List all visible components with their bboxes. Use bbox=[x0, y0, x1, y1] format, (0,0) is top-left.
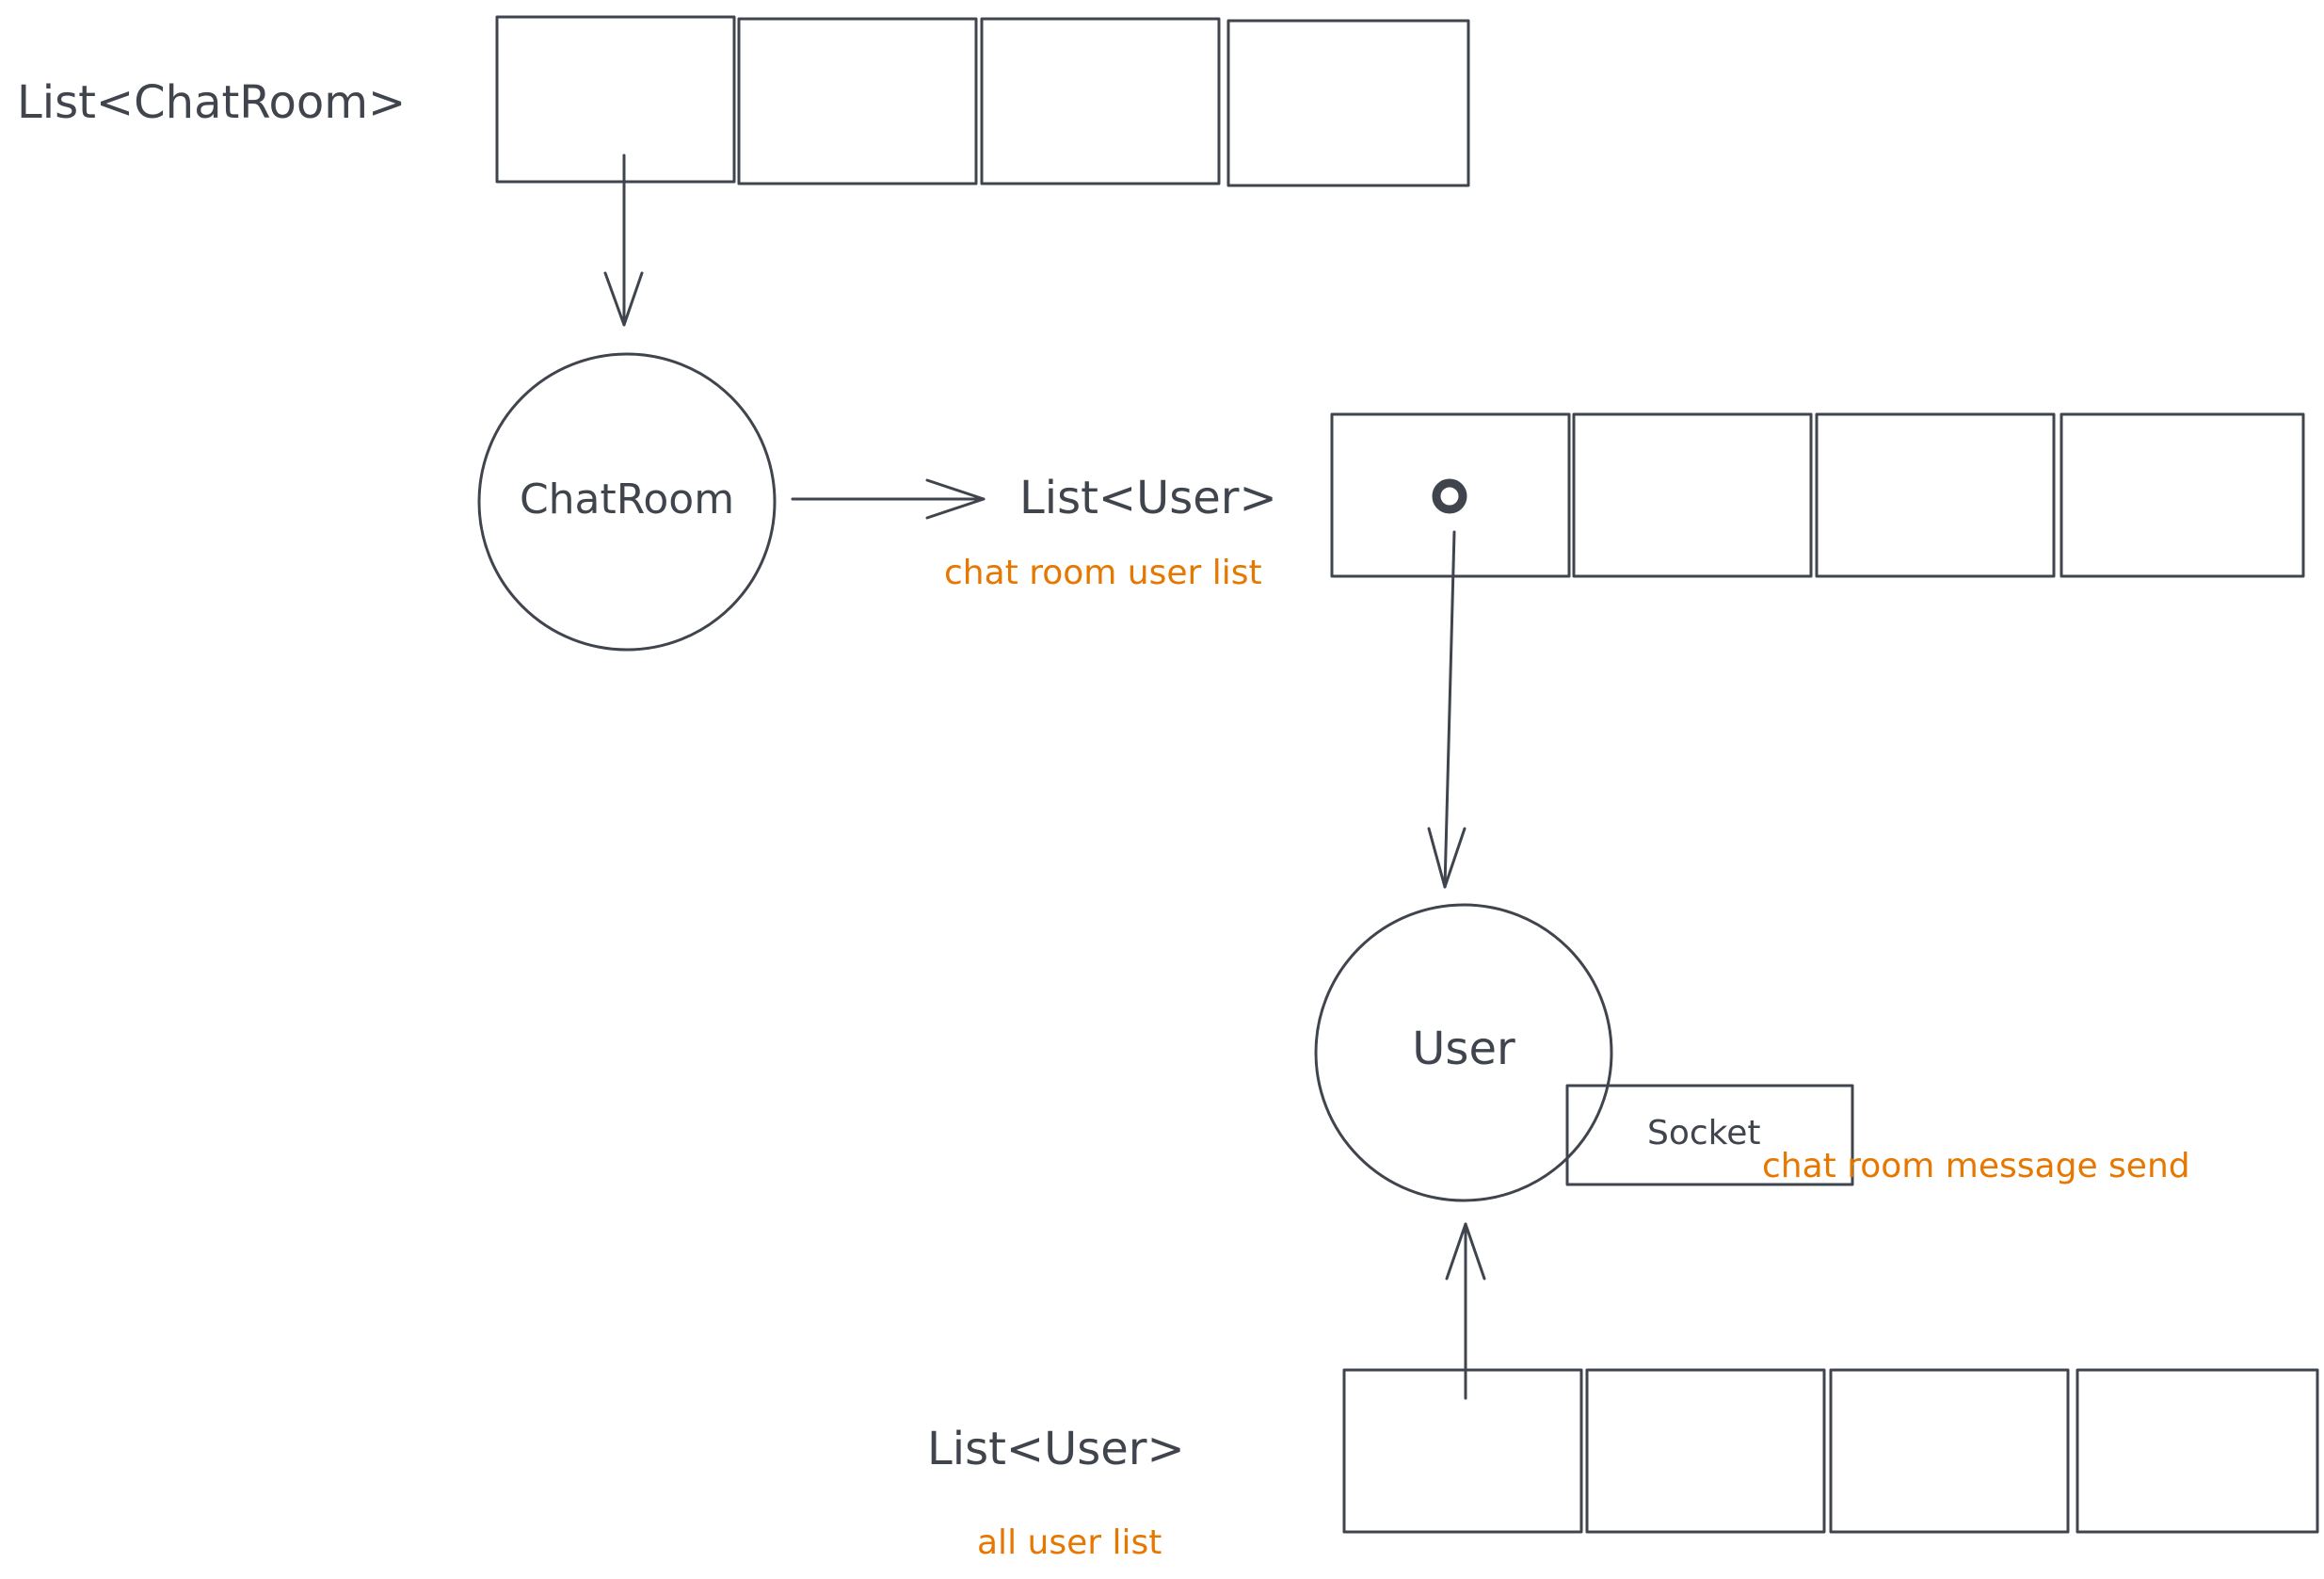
reference-dot-icon bbox=[1432, 478, 1467, 514]
room-user-list-cell-2 bbox=[1572, 412, 1813, 578]
arrow-cell-to-chatroom bbox=[603, 153, 644, 327]
user-node: User bbox=[1314, 903, 1613, 1202]
room-user-list-label: List<User> bbox=[1019, 472, 1277, 524]
socket-note: chat room message send bbox=[1762, 1147, 2190, 1185]
chatroom-list-cell-3 bbox=[980, 17, 1221, 185]
arrow-chatroom-to-room-user-list bbox=[791, 478, 986, 520]
socket-box: Socket bbox=[1565, 1084, 1854, 1186]
room-user-list-cell-4 bbox=[2060, 412, 2305, 578]
chatroom-list-cell-1 bbox=[495, 15, 736, 184]
all-user-list-cell-3 bbox=[1829, 1368, 2070, 1534]
socket-label: Socket bbox=[1647, 1114, 1761, 1152]
chatroom-list-cell-4 bbox=[1226, 19, 1470, 187]
chatroom-list-cell-2 bbox=[737, 17, 978, 185]
chatroom-node-label: ChatRoom bbox=[520, 475, 734, 524]
chatroom-list-label: List<ChatRoom> bbox=[17, 76, 406, 129]
room-user-list-array bbox=[1330, 412, 2305, 578]
user-node-label: User bbox=[1412, 1023, 1515, 1075]
all-user-list-cell-1 bbox=[1342, 1368, 1583, 1534]
chatroom-list-array bbox=[495, 15, 1470, 187]
all-user-list-cell-2 bbox=[1585, 1368, 1826, 1534]
arrow-all-user-to-user bbox=[1445, 1222, 1486, 1400]
room-user-list-cell-3 bbox=[1815, 412, 2056, 578]
room-user-list-note: chat room user list bbox=[944, 554, 1262, 592]
all-user-list-array bbox=[1342, 1368, 2319, 1534]
room-user-list-cell-1 bbox=[1330, 412, 1571, 578]
all-user-list-label: List<User> bbox=[927, 1423, 1185, 1475]
all-user-list-cell-4 bbox=[2076, 1368, 2319, 1534]
chatroom-node: ChatRoom bbox=[477, 352, 777, 652]
all-user-list-note: all user list bbox=[977, 1523, 1162, 1562]
arrow-room-user-to-user bbox=[1427, 530, 1467, 889]
